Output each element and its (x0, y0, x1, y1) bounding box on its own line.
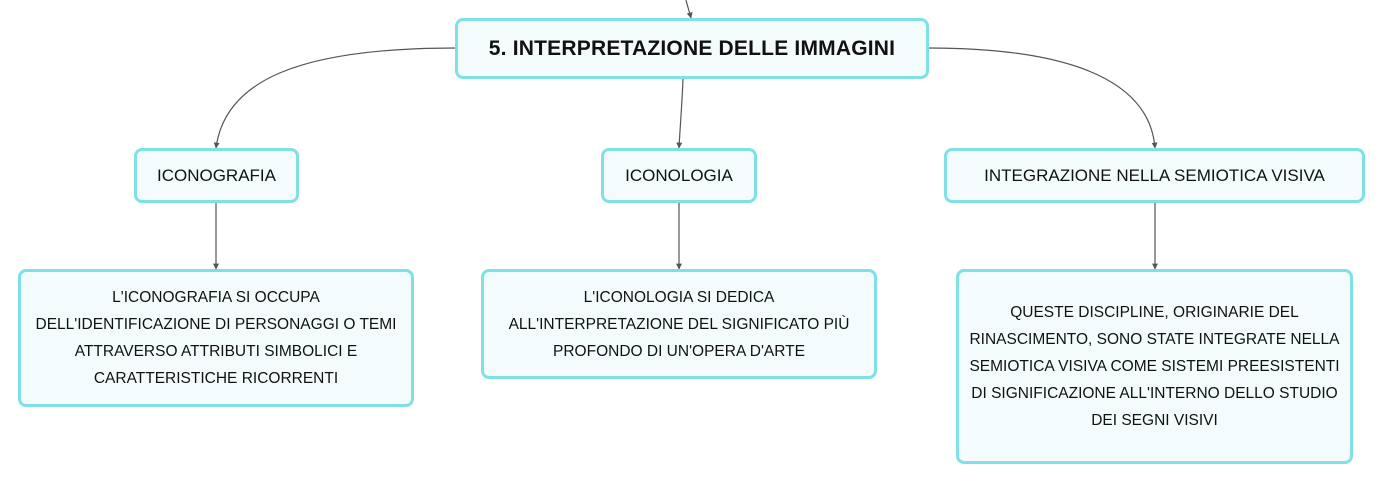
root-topic-label: 5. INTERPRETAZIONE DELLE IMMAGINI (488, 36, 896, 60)
topic-label-iconografia: ICONOGRAFIA (156, 165, 276, 185)
root-topic-node[interactable]: 5. INTERPRETAZIONE DELLE IMMAGINI (455, 18, 929, 79)
connector-root-to-iconografia (213, 47, 457, 149)
topic-node-iconografia[interactable]: ICONOGRAFIA (134, 148, 299, 203)
description-node-integrazione[interactable]: QUESTE DISCIPLINE, ORIGINARIE DEL RINASC… (956, 269, 1353, 464)
description-node-iconologia[interactable]: L'ICONOLOGIA SI DEDICA ALL'INTERPRETAZIO… (481, 269, 877, 379)
description-node-iconografia[interactable]: L'ICONOGRAFIA SI OCCUPA DELL'IDENTIFICAZ… (18, 269, 414, 407)
description-text-integrazione: QUESTE DISCIPLINE, ORIGINARIE DEL RINASC… (969, 304, 1340, 429)
topic-node-iconologia[interactable]: ICONOLOGIA (601, 148, 757, 203)
topic-label-integrazione: INTEGRAZIONE NELLA SEMIOTICA VISIVA (984, 165, 1325, 185)
description-text-iconologia: L'ICONOLOGIA SI DEDICA ALL'INTERPRETAZIO… (508, 288, 850, 360)
connector-root-to-integrazione (927, 47, 1158, 149)
topic-node-integrazione[interactable]: INTEGRAZIONE NELLA SEMIOTICA VISIVA (944, 148, 1365, 203)
connector-incoming (685, 0, 693, 19)
topic-label-iconologia: ICONOLOGIA (625, 165, 733, 185)
connector-root-to-iconologia (676, 78, 684, 149)
description-text-iconografia: L'ICONOGRAFIA SI OCCUPA DELL'IDENTIFICAZ… (35, 289, 397, 387)
